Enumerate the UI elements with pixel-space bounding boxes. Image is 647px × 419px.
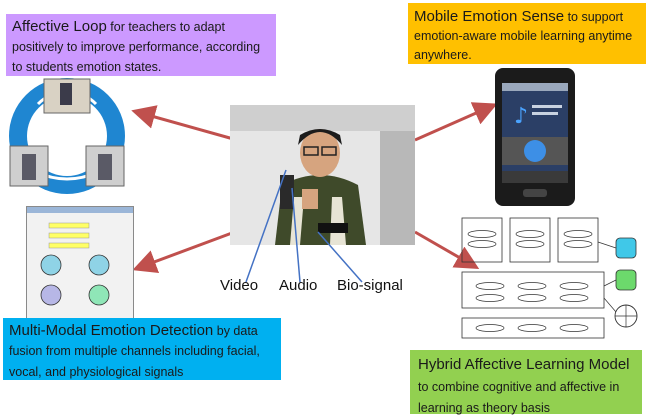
- label-audio: Audio: [279, 277, 318, 294]
- multimodal-detection-title: Multi-Modal Emotion Detection: [9, 322, 214, 339]
- affective-loop-box: Affective Loop for teachers to adapt pos…: [6, 14, 276, 76]
- phone-graphic: ♪: [495, 68, 575, 206]
- affective-loop-figure: [8, 74, 126, 198]
- loop-circle-graphic: [9, 78, 125, 194]
- hybrid-model-title: Hybrid Affective Learning Model: [418, 356, 630, 373]
- multimodal-detection-description: by data fusion from multiple channels in…: [9, 324, 260, 379]
- label-biosignal: Bio-signal: [337, 277, 403, 294]
- affective-loop-description: for teachers to adapt positively to impr…: [12, 20, 261, 74]
- hybrid-model-graphic: [461, 217, 638, 339]
- label-video: Video: [220, 277, 259, 294]
- arrow-to-multimodal: [132, 228, 241, 273]
- mobile-emotion-sense-description: to support emotion-aware mobile learning…: [414, 10, 633, 63]
- detection-window-graphic: [27, 207, 133, 306]
- arrow-to-affective-loop: [131, 105, 238, 142]
- hybrid-model-diagram: [460, 212, 642, 344]
- detection-window-image: [26, 206, 134, 320]
- svg-text:♪: ♪: [514, 104, 528, 129]
- multimodal-detection-box: Multi-Modal Emotion Detection by data fu…: [3, 318, 281, 380]
- hybrid-model-description: to combine cognitive and affective in le…: [418, 379, 620, 416]
- arrow-to-hybrid-model: [414, 230, 480, 269]
- hybrid-model-box: Hybrid Affective Learning Model to combi…: [410, 350, 642, 416]
- arrow-to-mobile-sense: [414, 102, 498, 142]
- student-photo: [230, 105, 415, 245]
- mobile-phone-image: ♪: [494, 67, 576, 207]
- student-photo-graphic: [230, 105, 415, 245]
- mobile-emotion-sense-box: Mobile Emotion Sense to support emotion-…: [408, 3, 646, 64]
- affective-loop-title: Affective Loop: [12, 18, 107, 35]
- mobile-emotion-sense-title: Mobile Emotion Sense: [414, 8, 565, 25]
